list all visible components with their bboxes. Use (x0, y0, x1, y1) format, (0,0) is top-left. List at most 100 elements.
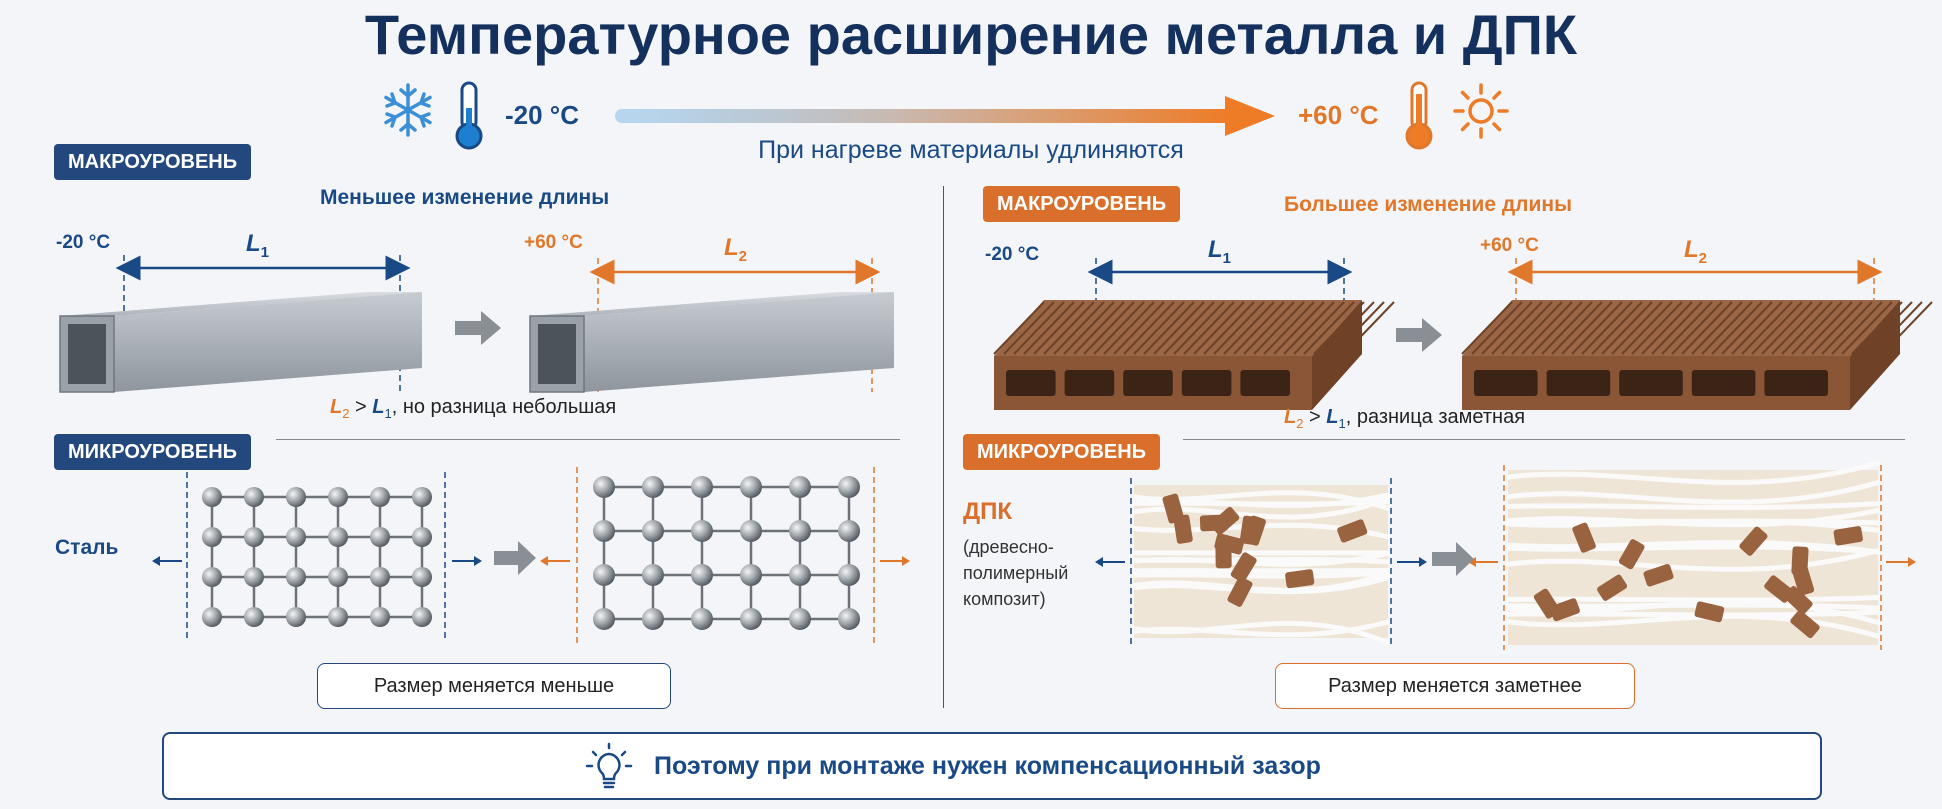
board-groove (1601, 301, 1653, 355)
wood-particle (1337, 519, 1368, 543)
polymer-fiber (1131, 619, 1391, 638)
board-groove (1741, 301, 1793, 355)
board-side (1312, 300, 1362, 410)
board-groove (1731, 301, 1783, 355)
board-groove (1581, 301, 1633, 355)
snowflake-icon (384, 83, 432, 137)
board-groove (1821, 301, 1873, 355)
board-groove (1053, 301, 1105, 355)
board-groove (1711, 301, 1763, 355)
expansion-arrow-head (1419, 557, 1427, 567)
board-groove (1831, 301, 1883, 355)
atom (328, 487, 348, 507)
board-groove (1691, 301, 1743, 355)
board-groove (1083, 301, 1135, 355)
board-cavity (1619, 370, 1683, 396)
atom (838, 520, 860, 542)
arrow-right-icon (1432, 542, 1474, 576)
wood-particle (1739, 526, 1768, 556)
board-groove (1123, 301, 1175, 355)
board-groove (1621, 301, 1673, 355)
atom (691, 564, 713, 586)
footer-text: Поэтому при монтаже нужен компенсационны… (654, 752, 1321, 780)
board-groove (1293, 301, 1345, 355)
cold-temperature: -20 °C (505, 100, 579, 130)
board-groove (1063, 301, 1115, 355)
right-micro-rule (1183, 439, 1905, 440)
board-groove (1811, 301, 1863, 355)
board-groove (1781, 301, 1833, 355)
wpc-description: (древесно- полимерный композит) (963, 537, 1069, 609)
atom (642, 608, 664, 630)
atom (740, 608, 762, 630)
atom (202, 607, 222, 627)
wood-particle (1792, 565, 1815, 596)
board-cavity (1691, 370, 1756, 396)
board-groove (1671, 301, 1723, 355)
expansion-arrow-head (474, 556, 482, 566)
heating-arrow (615, 96, 1275, 136)
board-groove (1003, 301, 1055, 355)
board-groove (1541, 301, 1593, 355)
atom (789, 564, 811, 586)
board-groove (1213, 301, 1265, 355)
left-macro-badge: МАКРОУРОВЕНЬ (54, 144, 252, 180)
wood-particle (1285, 569, 1315, 589)
left-cold-label: -20 °C (56, 232, 111, 253)
thermometer-cold-icon (455, 81, 483, 150)
board-groove (1631, 301, 1683, 355)
page-title: Температурное расширение металла и ДПК (364, 3, 1578, 66)
atom (593, 608, 615, 630)
arrow-right-icon (494, 541, 536, 575)
expansion-arrow-head (1095, 557, 1103, 567)
board-groove (1501, 301, 1553, 355)
polymer-fiber (1131, 575, 1391, 595)
atom (789, 608, 811, 630)
atom (286, 527, 306, 547)
metal-tube-cold (59, 292, 422, 393)
polymer-fiber (1505, 547, 1881, 572)
subtitle: При нагреве материалы удлиняются (758, 136, 1184, 164)
polymer-fiber (1505, 518, 1881, 533)
board-groove (993, 301, 1045, 355)
board-groove (1591, 301, 1643, 355)
atom (593, 476, 615, 498)
board-groove (1681, 301, 1733, 355)
polymer-fiber (1505, 460, 1881, 485)
lightbulb-icon (585, 742, 633, 789)
board-groove (1183, 301, 1235, 355)
atom (789, 520, 811, 542)
board-groove (1491, 301, 1543, 355)
board-groove (1113, 301, 1165, 355)
wood-particle (1549, 598, 1580, 622)
atom (286, 567, 306, 587)
wood-particle (1572, 522, 1596, 553)
board-groove (1511, 301, 1563, 355)
right-comparison: L2 > L1, разница заметная (1284, 406, 1526, 431)
atom (286, 487, 306, 507)
wood-particle (1230, 552, 1257, 583)
wood-particle (1227, 576, 1253, 607)
right-macro-badge: МАКРОУРОВЕНЬ (983, 186, 1181, 222)
atom (244, 527, 264, 547)
board-cavity (1006, 370, 1056, 396)
atom (642, 564, 664, 586)
board-cavity (1240, 370, 1290, 396)
board-groove (1233, 301, 1285, 355)
board-groove (1701, 301, 1753, 355)
wood-particle (1210, 506, 1240, 535)
board-groove (1761, 301, 1813, 355)
right-L1-label: L1 (1208, 236, 1232, 267)
polymer-fiber (1131, 567, 1391, 574)
polymer-fiber (1131, 499, 1391, 507)
expansion-arrow-head (1468, 557, 1476, 567)
right-macro-heading: Большее изменение длины (1284, 193, 1573, 216)
left-comparison: L2 > L1, но разница небольшая (330, 396, 617, 421)
wood-particle (1243, 515, 1266, 546)
board-groove (1461, 301, 1513, 355)
board-groove (1561, 301, 1613, 355)
board-groove (1641, 301, 1693, 355)
